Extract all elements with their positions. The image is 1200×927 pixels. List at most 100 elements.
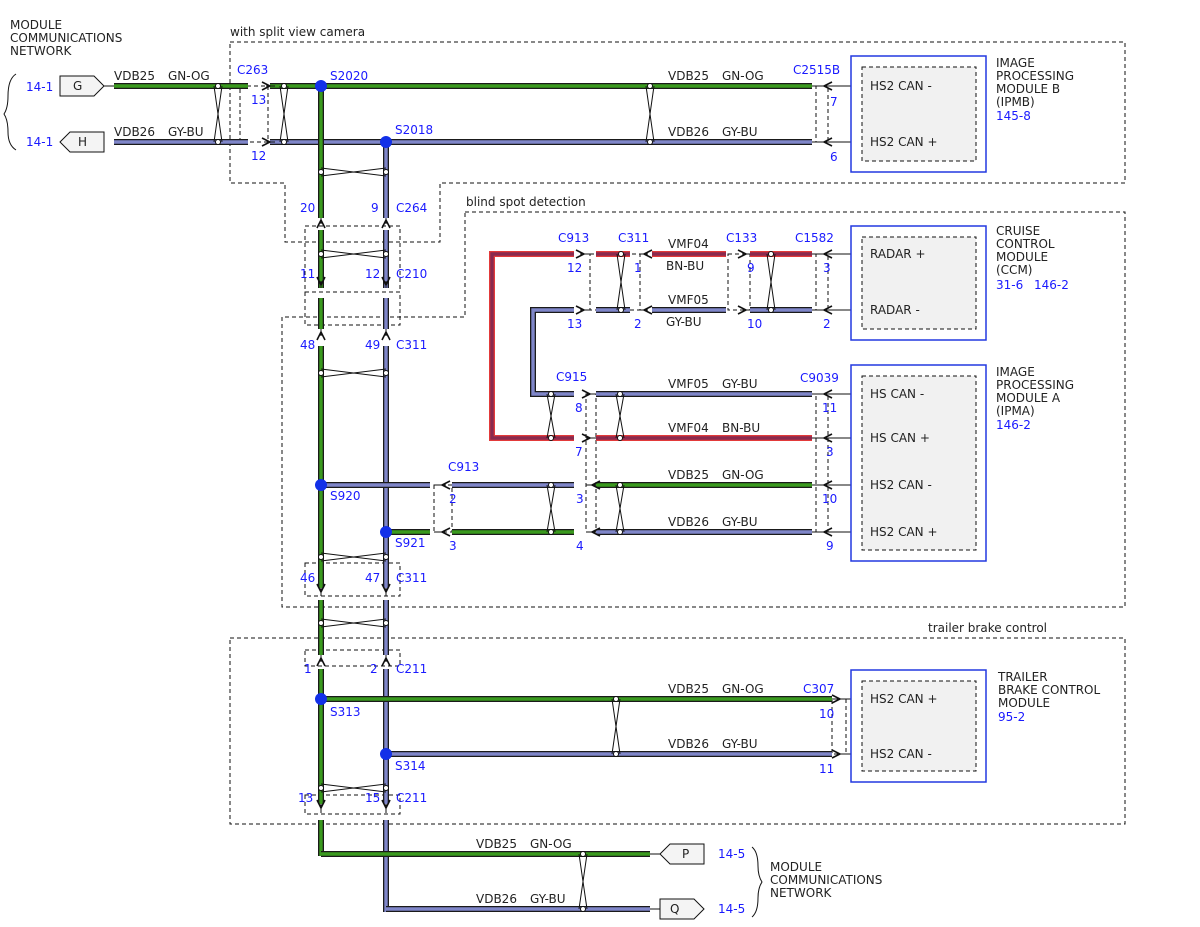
label-c913-b: C913 bbox=[448, 460, 479, 474]
ipma-title-1: IMAGE bbox=[996, 365, 1035, 379]
splice-s920 bbox=[315, 479, 327, 491]
tbcm-title-2: BRAKE CONTROL bbox=[998, 683, 1100, 697]
svg-text:13: 13 bbox=[298, 791, 313, 805]
svg-text:1: 1 bbox=[304, 662, 312, 676]
svg-text:3: 3 bbox=[449, 539, 457, 553]
twist-marker bbox=[546, 484, 556, 533]
group-trailer-box bbox=[229, 637, 1126, 825]
label-s2020: S2020 bbox=[330, 69, 368, 83]
twist-marker bbox=[320, 167, 387, 177]
svg-text:2: 2 bbox=[634, 317, 642, 331]
group-blind-spot-box bbox=[281, 211, 1126, 608]
module-ipmb: HS2 CAN - HS2 CAN + bbox=[850, 55, 987, 173]
twist-end bbox=[318, 554, 324, 560]
ipma-pin-3: HS2 CAN - bbox=[870, 478, 932, 492]
label-c913-a: C913 bbox=[558, 231, 589, 245]
svg-text:COMMUNICATIONS: COMMUNICATIONS bbox=[10, 31, 122, 45]
twist-end bbox=[318, 785, 324, 791]
twist-end bbox=[383, 169, 389, 175]
svg-text:10: 10 bbox=[819, 707, 834, 721]
label-c211-a: C211 bbox=[396, 662, 427, 676]
ref-14-1-bottom: 14-1 bbox=[26, 135, 53, 149]
twist-end bbox=[548, 529, 554, 535]
svg-text:VDB25: VDB25 bbox=[114, 69, 155, 83]
twist-end bbox=[383, 620, 389, 626]
svg-text:9: 9 bbox=[371, 201, 379, 215]
twist-end bbox=[647, 139, 653, 145]
twist-end bbox=[548, 435, 554, 441]
group-trailer-label: trailer brake control bbox=[928, 621, 1047, 635]
svg-text:2: 2 bbox=[823, 317, 831, 331]
svg-text:20: 20 bbox=[300, 201, 315, 215]
svg-text:GY-BU: GY-BU bbox=[722, 125, 758, 139]
twist-end bbox=[618, 307, 624, 313]
svg-text:8: 8 bbox=[575, 401, 583, 415]
module-ccm: RADAR + RADAR - bbox=[850, 225, 987, 341]
svg-text:13: 13 bbox=[567, 317, 582, 331]
svg-text:P: P bbox=[682, 847, 689, 861]
twist-end bbox=[768, 251, 774, 257]
ipma-pin-2: HS CAN + bbox=[870, 431, 930, 445]
svg-text:11: 11 bbox=[819, 762, 834, 776]
svg-text:3: 3 bbox=[576, 492, 584, 506]
svg-text:3: 3 bbox=[826, 445, 834, 459]
twist-marker bbox=[611, 698, 621, 755]
svg-text:13: 13 bbox=[251, 93, 266, 107]
network-label-bottom: MODULE COMMUNICATIONS NETWORK bbox=[751, 846, 882, 918]
svg-text:MODULE: MODULE bbox=[10, 18, 62, 32]
twist-end bbox=[215, 139, 221, 145]
ref-14-5-top: 14-5 bbox=[718, 847, 745, 861]
ccm-ref-2: 146-2 bbox=[1034, 278, 1069, 292]
twist-end bbox=[318, 620, 324, 626]
terminal-q: Q 14-5 bbox=[650, 898, 745, 920]
twist-end bbox=[383, 251, 389, 257]
twist-marker bbox=[546, 393, 556, 439]
svg-text:4: 4 bbox=[576, 539, 584, 553]
svg-text:Q: Q bbox=[670, 902, 679, 916]
twist-end bbox=[618, 251, 624, 257]
svg-text:12: 12 bbox=[567, 261, 582, 275]
terminal-g: G bbox=[59, 75, 114, 97]
svg-text:GY-BU: GY-BU bbox=[530, 892, 566, 906]
svg-text:48: 48 bbox=[300, 338, 315, 352]
svg-text:7: 7 bbox=[830, 95, 838, 109]
svg-text:H: H bbox=[78, 135, 87, 149]
ref-14-1-top: 14-1 bbox=[26, 80, 53, 94]
svg-text:GN-OG: GN-OG bbox=[168, 69, 210, 83]
terminal-p: P 14-5 bbox=[650, 843, 745, 865]
twist-end bbox=[580, 851, 586, 857]
module-titles: IMAGE PROCESSING MODULE B (IPMB) 145-8 C… bbox=[996, 56, 1100, 724]
twist-end bbox=[768, 307, 774, 313]
tbcm-title-1: TRAILER bbox=[997, 670, 1048, 684]
svg-text:GN-OG: GN-OG bbox=[530, 837, 572, 851]
label-c915: C915 bbox=[556, 370, 587, 384]
svg-text:9: 9 bbox=[747, 261, 755, 275]
svg-text:12: 12 bbox=[365, 267, 380, 281]
ipmb-title-1: IMAGE bbox=[996, 56, 1035, 70]
svg-text:BN-BU: BN-BU bbox=[722, 421, 760, 435]
svg-text:GY-BU: GY-BU bbox=[722, 377, 758, 391]
splice-s2020 bbox=[315, 80, 327, 92]
svg-text:3: 3 bbox=[823, 261, 831, 275]
connector-arrows bbox=[266, 86, 846, 813]
svg-text:1: 1 bbox=[634, 261, 642, 275]
twist-end bbox=[613, 696, 619, 702]
svg-text:VDB26: VDB26 bbox=[668, 515, 709, 529]
label-c307: C307 bbox=[803, 682, 834, 696]
ccm-pin-2: RADAR - bbox=[870, 303, 920, 317]
ipma-title-3: MODULE A bbox=[996, 391, 1061, 405]
twist-end bbox=[318, 169, 324, 175]
splice-s2018 bbox=[380, 136, 392, 148]
group-blind-spot-label: blind spot detection bbox=[466, 195, 586, 209]
tbcm-pin-1: HS2 CAN + bbox=[870, 692, 938, 706]
twist-end bbox=[383, 785, 389, 791]
twist-end bbox=[281, 83, 287, 89]
svg-text:BN-BU: BN-BU bbox=[666, 259, 704, 273]
ipma-pin-1: HS CAN - bbox=[870, 387, 924, 401]
twist-end bbox=[215, 83, 221, 89]
ccm-title-1: CRUISE bbox=[996, 224, 1040, 238]
twist-end bbox=[548, 482, 554, 488]
label-s314: S314 bbox=[395, 759, 426, 773]
twist-marker bbox=[615, 484, 625, 533]
svg-text:12: 12 bbox=[251, 149, 266, 163]
